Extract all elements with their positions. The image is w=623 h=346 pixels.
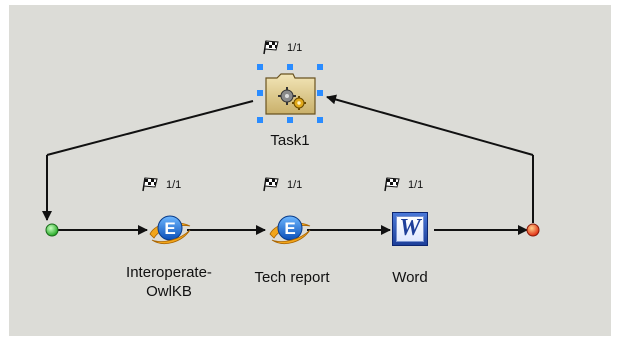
edge-task-to-start[interactable] [46,100,254,156]
workflow-canvas[interactable]: 1/1 Task1 1/1 E [9,5,611,336]
interoperate-label-line2: OwlKB [146,283,192,300]
selection-handle[interactable] [317,117,323,123]
task-gears-icon [265,73,316,115]
checkered-flag-icon [142,177,158,192]
word-letter: W [399,215,421,241]
e-script-icon[interactable]: E [148,208,192,250]
techreport-count: 1/1 [287,179,303,191]
selection-handle[interactable] [257,64,263,70]
task-count: 1/1 [287,42,303,54]
selection-handle[interactable] [287,64,293,70]
edge-end-to-task[interactable] [326,94,534,156]
word-label: Word [392,269,428,286]
workflow-edges [42,94,534,235]
interoperate-label-line1: Interoperate- [126,264,212,281]
e-script-icon[interactable]: E [268,208,312,250]
interoperate-label: Interoperate- OwlKB [117,263,221,301]
task-node[interactable] [257,64,323,123]
word-count: 1/1 [408,179,424,191]
checkered-flag-icon [263,40,279,55]
svg-text:E: E [164,219,175,238]
techreport-label: Tech report [254,269,330,286]
checkered-flag-icon [384,177,400,192]
selection-handle[interactable] [317,64,323,70]
svg-text:E: E [284,219,295,238]
selection-handle[interactable] [287,117,293,123]
end-node[interactable] [526,223,540,237]
interoperate-count: 1/1 [166,179,182,191]
start-node[interactable] [45,223,59,237]
selection-handle[interactable] [257,117,263,123]
checkered-flag-icon [263,177,279,192]
task-label: Task1 [270,132,310,149]
selection-handle[interactable] [317,90,323,96]
selection-handle[interactable] [257,90,263,96]
word-icon[interactable]: W [392,212,428,246]
